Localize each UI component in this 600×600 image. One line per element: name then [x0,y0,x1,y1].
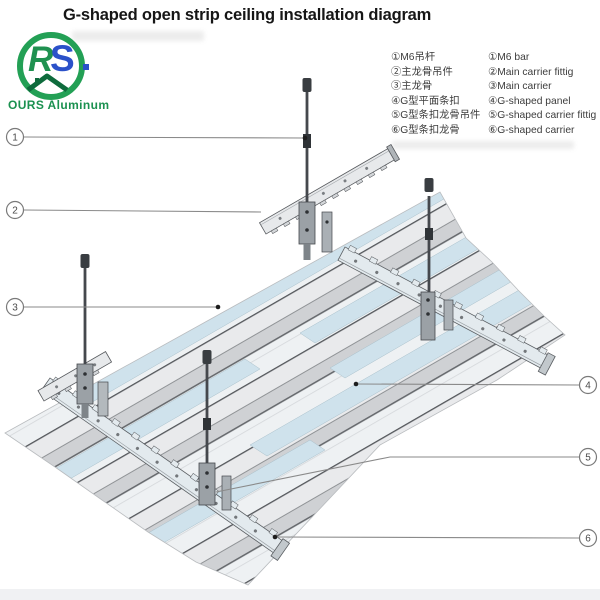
brand-logo: R S OURS Aluminum [8,30,120,122]
bolt [305,228,309,232]
rod-cap [424,178,434,192]
rod-cap [202,350,212,364]
side-bracket [221,475,232,511]
hanger-rod-1 [298,78,333,260]
logo-caption: OURS Aluminum [8,98,110,112]
rod-shaft [205,364,209,463]
callout-5-number: 5 [585,453,591,464]
callout-3-number: 3 [12,303,18,314]
logo-square-dot-icon [83,64,89,70]
main-carrier-fitting [76,363,94,405]
side-bracket [97,381,109,417]
logo-ring-icon: R S [17,32,89,100]
rod-cap [80,254,90,268]
hanger-rod-2 [420,178,454,341]
callout-2-number: 2 [12,206,18,217]
house-roof-icon [26,73,69,93]
carrier-notches [347,245,548,355]
main-carrier-end-cap [386,143,401,163]
leader-1 [23,136,306,139]
logo-letter-r: R [28,40,54,79]
main-carrier-fitting [298,201,316,245]
leader-4 [355,383,580,386]
watermark-remnant-top [72,31,204,41]
leader-5 [215,456,579,493]
rod-coupling-nut [203,418,211,430]
leader-lines [23,136,580,539]
rod-coupling-nut [303,134,311,148]
rod-shaft [427,196,431,292]
ceiling-outline [4,191,566,586]
callouts: 1 2 3 4 5 6 [5,127,598,548]
logo-letter-s: S [50,38,75,79]
leader-dot-6 [272,534,278,540]
legend-cn-3: ③主龙骨 [391,81,433,93]
callout-3: 3 [5,297,25,317]
legend-cn-4: ④G型平面条扣 [391,95,460,107]
legend-en-1: ①M6 bar [488,52,530,63]
side-bracket [321,211,333,253]
callout-6: 6 [578,528,598,548]
legend: ①M6吊杆 ②主龙骨吊件 ③主龙骨 ④G型平面条扣 ⑤G型条扣龙骨吊件 ⑥G型条… [391,51,596,139]
legend-en-4: ④G-shaped panel [488,95,571,107]
bolt [426,312,430,316]
watermark-remnant-right [392,141,574,149]
leader-6 [274,536,580,539]
callout-4-number: 4 [585,381,591,392]
rod-cap [302,78,312,92]
legend-en-6: ⑥G-shaped carrier [488,124,575,136]
fitting-strap [81,404,89,418]
bolt [83,386,87,390]
callout-4: 4 [578,375,598,395]
hanger-rod-3 [76,254,109,418]
callout-5: 5 [578,447,598,467]
g-carrier-fitting [420,291,436,341]
page-title: G-shaped open strip ceiling installation… [63,6,432,24]
main-carrier [258,143,401,235]
callout-1: 1 [5,127,25,147]
bolt [205,485,209,489]
leader-2 [23,209,262,213]
legend-cn-6: ⑥G型条扣龙骨 [391,124,460,136]
leader-dots [215,135,359,540]
callout-1-number: 1 [12,133,18,144]
fitting-strap [303,244,311,260]
callout-2: 2 [5,200,25,220]
bolt [83,372,87,376]
side-bracket [443,299,454,331]
leader-dot-4 [353,381,359,387]
rod-shaft [83,268,87,364]
callout-6-number: 6 [585,534,591,545]
main-carrier-holes [55,363,97,389]
bolt [325,220,329,224]
rod-coupling-nut [425,228,433,240]
bolt [205,471,209,475]
legend-cn-2: ②主龙骨吊件 [391,66,453,78]
leader-dot-3 [215,304,221,310]
bottom-band [0,589,600,600]
carrier-end-flange [270,538,291,562]
carrier-holes [57,391,258,533]
legend-en-3: ③Main carrier [488,81,552,93]
legend-en-2: ②Main carrier fittig [488,66,574,78]
legend-cn-5: ⑤G型条扣龙骨吊件 [391,110,481,122]
g-carrier-fitting [198,462,216,506]
carrier-holes [354,259,527,353]
carrier-end-flange [537,352,556,376]
leader-dot-1 [302,135,308,141]
bolt [426,298,430,302]
legend-cn-1: ①M6吊杆 [391,52,436,63]
hanger-rod-4 [198,350,232,511]
bolt [305,210,309,214]
legend-en-5: ⑤G-shaped carrier fittig [488,110,597,122]
